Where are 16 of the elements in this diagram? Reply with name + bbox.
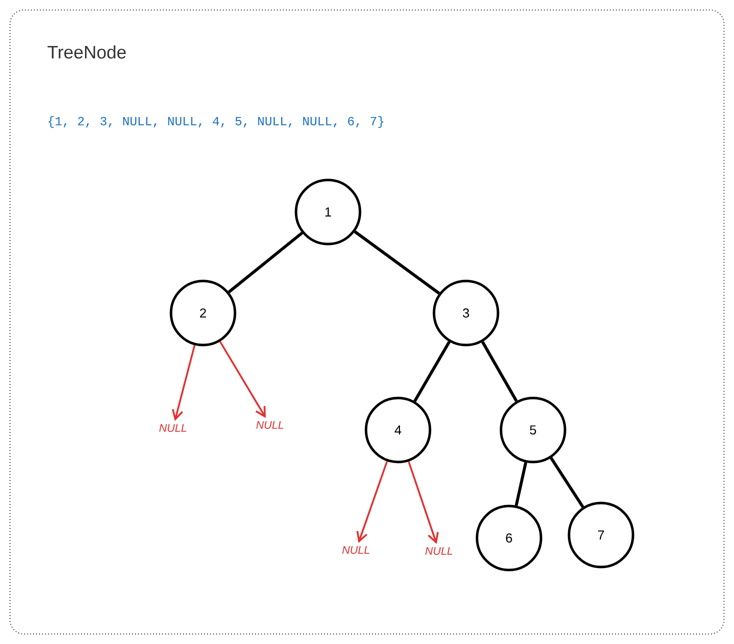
tree-edge (354, 230, 440, 295)
arrow (172, 344, 196, 421)
arrow (408, 461, 439, 544)
tree-edge (481, 341, 518, 402)
tree-edge (550, 457, 584, 508)
tree-edge (228, 232, 304, 294)
null-text: NULL (256, 421, 284, 429)
null-text: NULL (159, 424, 186, 432)
null-text: NULL (342, 546, 370, 554)
null-text: NULL (425, 547, 452, 555)
array-text: {1, 2, 3, NULL, NULL, 4, 5, NULL, NULL, 6, 7} (48, 116, 384, 128)
title: TreeNode (48, 45, 126, 59)
tree-edge (514, 462, 528, 506)
arrow (356, 461, 388, 543)
tree-edge (413, 340, 451, 402)
arrow (219, 341, 266, 418)
